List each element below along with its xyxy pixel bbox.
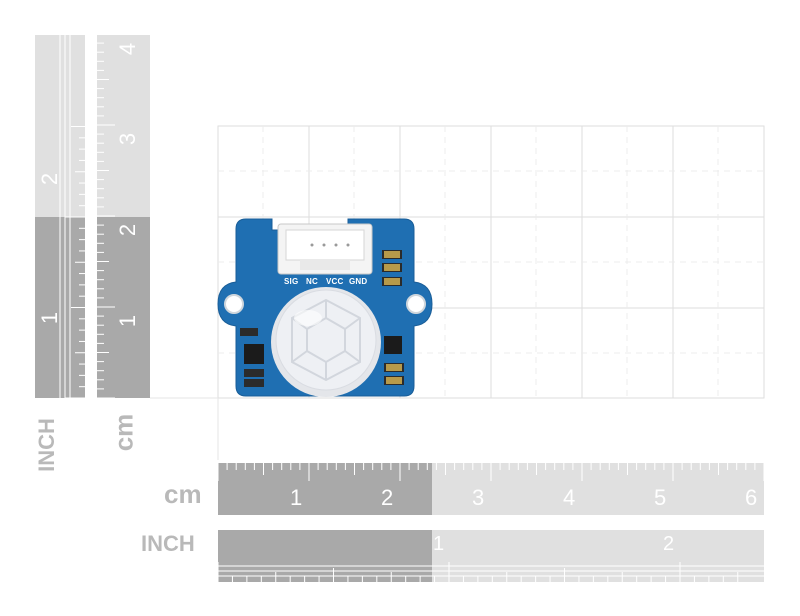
pin-label-gnd: GND bbox=[349, 277, 368, 286]
pin-label-sig: SIG bbox=[284, 277, 299, 286]
vertical-cm-number-4: 4 bbox=[115, 42, 140, 56]
vertical-cm-number-3: 3 bbox=[115, 132, 140, 146]
vertical-inch-number-1: 1 bbox=[37, 311, 62, 325]
horizontal-cm-ruler bbox=[217, 463, 765, 515]
horizontal-inch-label: INCH bbox=[141, 531, 195, 556]
horizontal-cm-label: cm bbox=[164, 479, 202, 509]
vertical-inch-label: INCH bbox=[34, 418, 59, 472]
cm-number-1: 1 bbox=[290, 485, 303, 510]
fresnel-pattern bbox=[291, 298, 361, 382]
cm-number-6: 6 bbox=[745, 485, 758, 510]
smd-components-right bbox=[382, 250, 404, 385]
pir-sensor-module bbox=[217, 218, 433, 397]
vertical-inch-ruler bbox=[35, 35, 85, 399]
pin-label-vcc: VCC bbox=[326, 277, 344, 286]
smd-components-left bbox=[240, 328, 264, 387]
vertical-cm-ruler bbox=[97, 33, 150, 399]
vertical-cm-number-1: 1 bbox=[115, 314, 140, 328]
vertical-cm-number-2: 2 bbox=[115, 223, 140, 237]
pin-label-nc: NC bbox=[306, 277, 318, 286]
inch-number-1: 1 bbox=[433, 533, 445, 555]
cm-number-3: 3 bbox=[472, 485, 485, 510]
vertical-inch-number-2: 2 bbox=[37, 172, 62, 186]
vertical-cm-label: cm bbox=[108, 413, 139, 452]
cm-number-2: 2 bbox=[381, 485, 394, 510]
mounting-hole-left bbox=[224, 294, 244, 314]
mounting-hole-right bbox=[406, 294, 426, 314]
horizontal-inch-ruler bbox=[217, 530, 764, 582]
cm-number-4: 4 bbox=[563, 485, 576, 510]
inch-number-2: 2 bbox=[663, 533, 675, 555]
cm-number-5: 5 bbox=[654, 485, 667, 510]
